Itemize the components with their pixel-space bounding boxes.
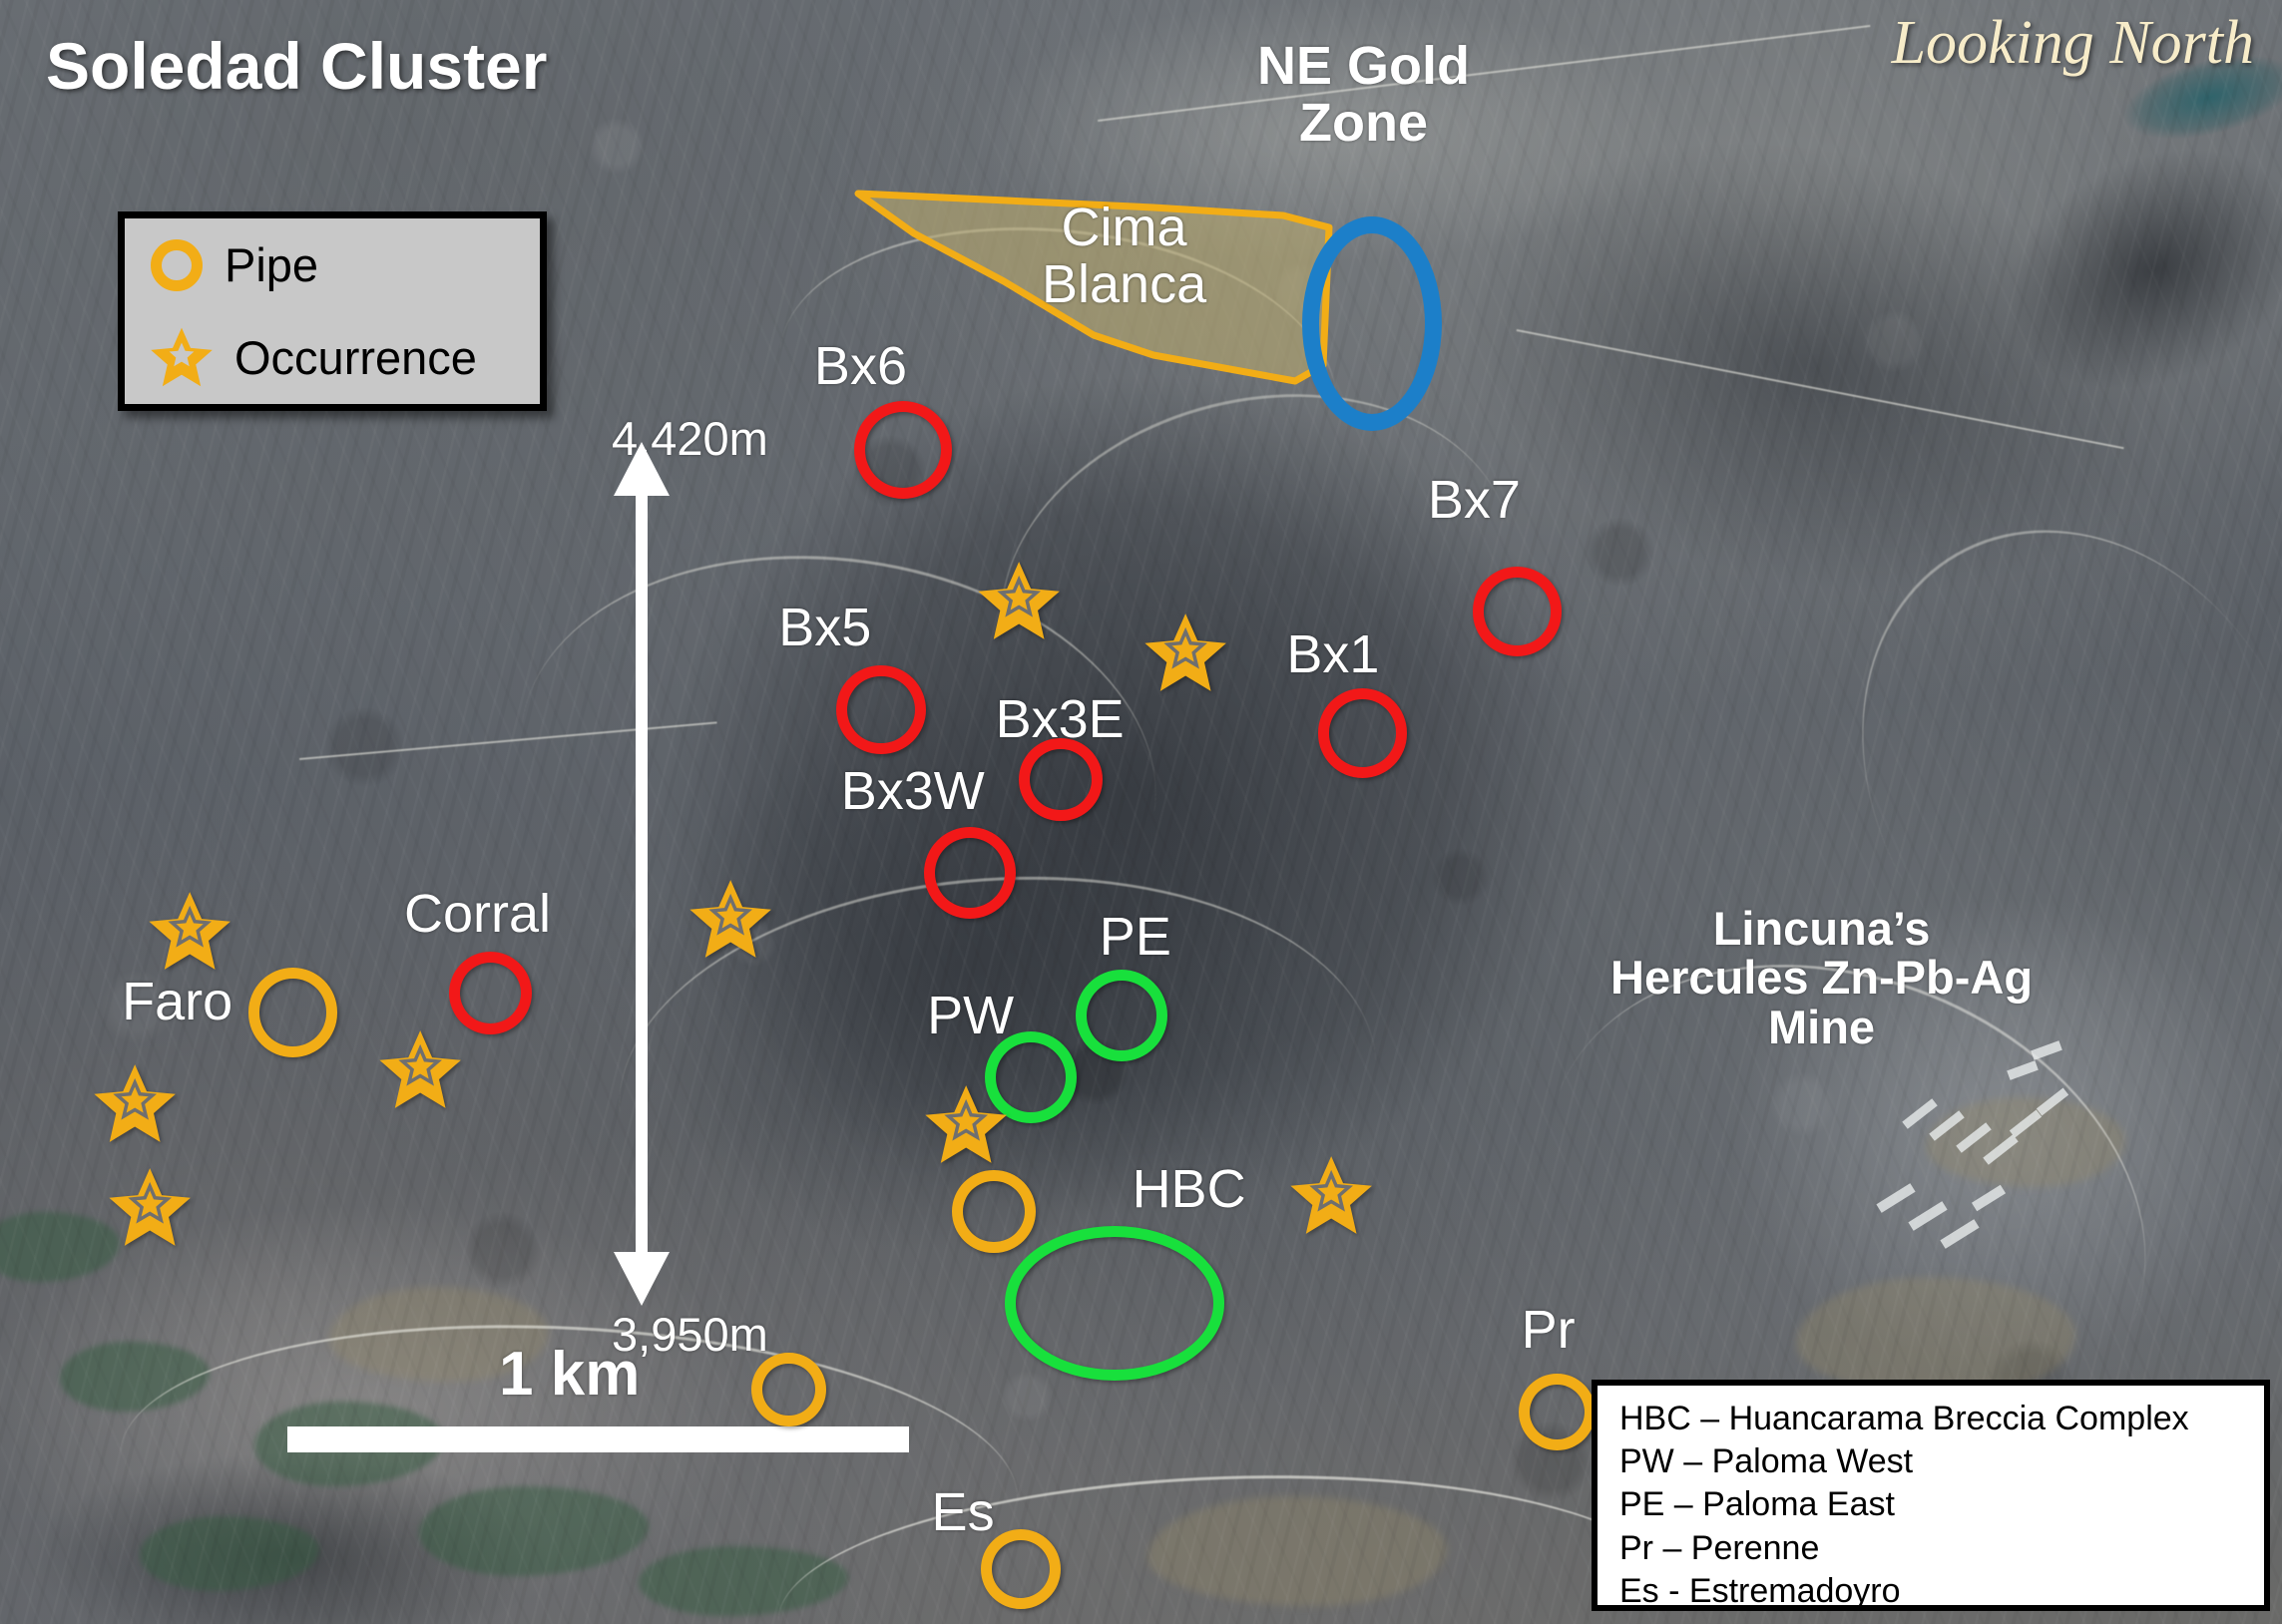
marker-bx3w[interactable]: [924, 826, 1017, 920]
marker-corral[interactable]: [448, 951, 533, 1035]
marker-bx7[interactable]: [1472, 567, 1562, 656]
star-icon[interactable]: [685, 874, 776, 966]
marker-label-bx3e: Bx3E: [995, 689, 1125, 750]
marker-label-faro: Faro: [122, 972, 233, 1032]
marker-pr[interactable]: [1518, 1373, 1597, 1450]
marker-label-corral: Corral: [403, 884, 552, 945]
star-icon[interactable]: [973, 556, 1065, 647]
marker-label-pe: PE: [1099, 906, 1171, 967]
star-icon[interactable]: [89, 1058, 181, 1150]
marker-label-bx7: Bx7: [1427, 470, 1521, 531]
marker-pe[interactable]: [1075, 969, 1168, 1061]
page-title: Soledad Cluster: [46, 29, 548, 103]
cima-blanca-polygon: [854, 190, 1333, 385]
marker-hbc[interactable]: [1004, 1226, 1224, 1381]
star-icon: [151, 327, 213, 389]
legend-item-occurrence: Occurrence: [125, 311, 540, 404]
elevation-bottom-label: 3,950m: [612, 1308, 768, 1361]
label-cima-blanca: Cima Blanca: [1042, 198, 1207, 314]
marker-pw[interactable]: [985, 1031, 1078, 1124]
abbrev-line-es: Es - Estremadoyro: [1619, 1571, 1901, 1610]
star-icon[interactable]: [1140, 608, 1231, 699]
marker-label-pw: PW: [927, 985, 1015, 1045]
marker-bx6[interactable]: [854, 400, 953, 499]
star-icon[interactable]: [104, 1162, 196, 1254]
marker-faro[interactable]: [247, 968, 337, 1057]
marker-unnamed-pipe-b[interactable]: [751, 1352, 826, 1427]
abbrev-line-pr: Pr – Perenne: [1619, 1528, 1820, 1567]
abbrev-line-hbc: HBC – Huancarama Breccia Complex: [1619, 1400, 2189, 1437]
marker-bx1[interactable]: [1317, 688, 1407, 778]
elevation-arrow: [614, 442, 670, 1306]
legend-label-pipe: Pipe: [225, 238, 319, 291]
circle-icon: [151, 238, 203, 291]
scale-bar: [287, 1426, 909, 1452]
legend-item-pipe: Pipe: [125, 218, 540, 311]
star-icon[interactable]: [144, 886, 235, 978]
ne-gold-zone-ellipse: [1302, 216, 1442, 431]
abbreviation-legend: HBC – Huancarama Breccia Complex PW – Pa…: [1592, 1380, 2270, 1611]
star-icon[interactable]: [374, 1024, 466, 1116]
marker-label-bx5: Bx5: [778, 598, 872, 658]
marker-label-bx3w: Bx3W: [840, 760, 985, 821]
label-lincuna-mine: Lincuna’s Hercules Zn-Pb-Ag Mine: [1610, 902, 2034, 1053]
marker-unnamed-pipe-a[interactable]: [952, 1169, 1036, 1253]
symbol-legend: Pipe Occurrence: [118, 211, 547, 411]
legend-label-occurrence: Occurrence: [234, 331, 477, 384]
marker-label-es: Es: [931, 1482, 995, 1543]
abbrev-line-pw: PW – Paloma West: [1619, 1442, 1914, 1481]
scale-bar-label: 1 km: [499, 1340, 641, 1409]
marker-label-bx6: Bx6: [813, 336, 907, 397]
abbrev-line-pe: PE – Paloma East: [1619, 1485, 1895, 1524]
orientation-note: Looking North: [1891, 9, 2254, 77]
marker-bx3e[interactable]: [1019, 737, 1103, 821]
marker-label-pr: Pr: [1521, 1300, 1576, 1361]
marker-es[interactable]: [980, 1528, 1062, 1610]
star-icon[interactable]: [1285, 1150, 1377, 1242]
marker-label-bx1: Bx1: [1286, 623, 1380, 684]
marker-bx5[interactable]: [836, 664, 926, 754]
star-icon[interactable]: [920, 1079, 1012, 1171]
label-ne-gold-zone: NE Gold Zone: [1257, 36, 1470, 153]
marker-label-hbc: HBC: [1132, 1158, 1246, 1219]
